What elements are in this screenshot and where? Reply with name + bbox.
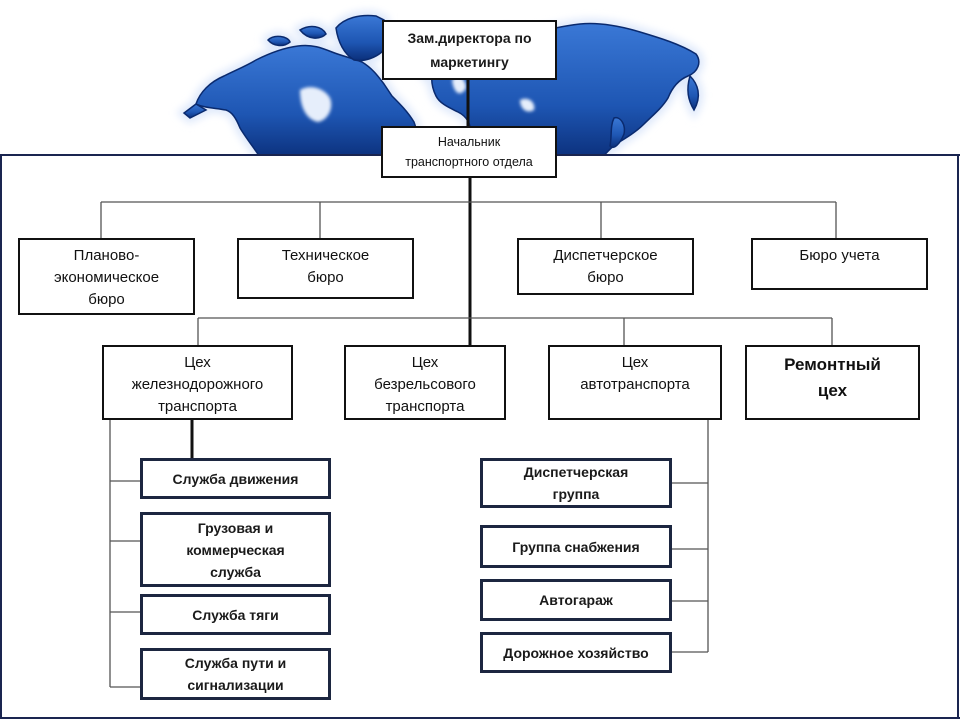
motor-transport-workshop-box: Цех автотранспорта xyxy=(548,345,722,420)
box-label-line: Служба движения xyxy=(172,470,299,487)
box-label-line: Диспетчерское xyxy=(553,247,658,264)
transport-department-head-box: Начальник транспортного отдела xyxy=(381,126,557,178)
planning-economic-bureau-box: Планово- экономическое бюро xyxy=(18,238,195,315)
inland-water xyxy=(300,77,535,122)
dispatch-bureau-box: Диспетчерское бюро xyxy=(517,238,694,295)
main-connectors xyxy=(190,80,472,458)
supply-group-box: Группа снабжения xyxy=(480,525,672,568)
box-label-line: железнодорожного xyxy=(131,376,264,393)
traction-service-box: Служба тяги xyxy=(140,594,331,635)
box-label-line: служба xyxy=(210,563,261,580)
box-label-line: Служба пути и xyxy=(184,655,287,671)
box-label-line: группа xyxy=(552,486,600,502)
branch-connectors xyxy=(100,201,837,688)
box-label-line: Ремонтный xyxy=(784,355,881,374)
garage-box: Автогараж xyxy=(480,579,672,621)
box-label-line: Дорожное хозяйство xyxy=(503,644,649,661)
world-map-image xyxy=(0,0,960,155)
box-label-line: безрельсового xyxy=(374,376,476,393)
box-label-line: коммерческая xyxy=(186,541,285,558)
box-label-line: Диспетчерская xyxy=(523,464,629,480)
box-label-line: бюро xyxy=(88,291,125,308)
box-label-line: Цех xyxy=(411,354,439,371)
box-label-line: Цех xyxy=(621,354,649,371)
box-label-line: Планово- xyxy=(73,247,140,264)
deputy-director-box: Зам.директора по маркетингу xyxy=(382,20,557,80)
box-label-line: сигнализации xyxy=(187,677,284,693)
box-label-line: Группа снабжения xyxy=(512,538,640,555)
track-signalling-service-box: Служба пути и сигнализации xyxy=(140,648,331,700)
box-label-line: Служба тяги xyxy=(192,606,279,623)
box-label-line: Цех xyxy=(184,354,211,371)
box-label-line: Техническое xyxy=(281,247,370,264)
technical-bureau-box: Техническое бюро xyxy=(237,238,414,299)
box-label-line: транспортного отдела xyxy=(405,155,533,169)
box-label-line: цех xyxy=(817,381,848,400)
box-label-line: бюро xyxy=(587,269,624,286)
box-label-line: бюро xyxy=(307,269,344,286)
box-label-line: Грузовая и xyxy=(197,519,274,536)
railway-transport-workshop-box: Цех железнодорожного транспорта xyxy=(102,345,293,420)
dispatch-group-box: Диспетчерская группа xyxy=(480,458,672,508)
trackless-transport-workshop-box: Цех безрельсового транспорта xyxy=(344,345,506,420)
traffic-service-box: Служба движения xyxy=(140,458,331,499)
box-label-line: Начальник xyxy=(437,135,501,149)
road-maintenance-box: Дорожное хозяйство xyxy=(480,632,672,673)
box-label-line: Бюро учета xyxy=(799,247,880,264)
accounting-bureau-box: Бюро учета xyxy=(751,238,928,290)
repair-workshop-box: Ремонтный цех xyxy=(745,345,920,420)
box-label-line: Автогараж xyxy=(539,592,613,608)
box-label-line: Зам.директора по xyxy=(407,30,532,46)
box-label-line: автотранспорта xyxy=(580,376,690,393)
box-label-line: транспорта xyxy=(385,398,465,415)
box-label-line: экономическое xyxy=(53,269,160,286)
freight-commercial-service-box: Грузовая и коммерческая служба xyxy=(140,512,331,587)
box-label-line: транспорта xyxy=(158,398,237,415)
box-label-line: маркетингу xyxy=(430,54,509,70)
